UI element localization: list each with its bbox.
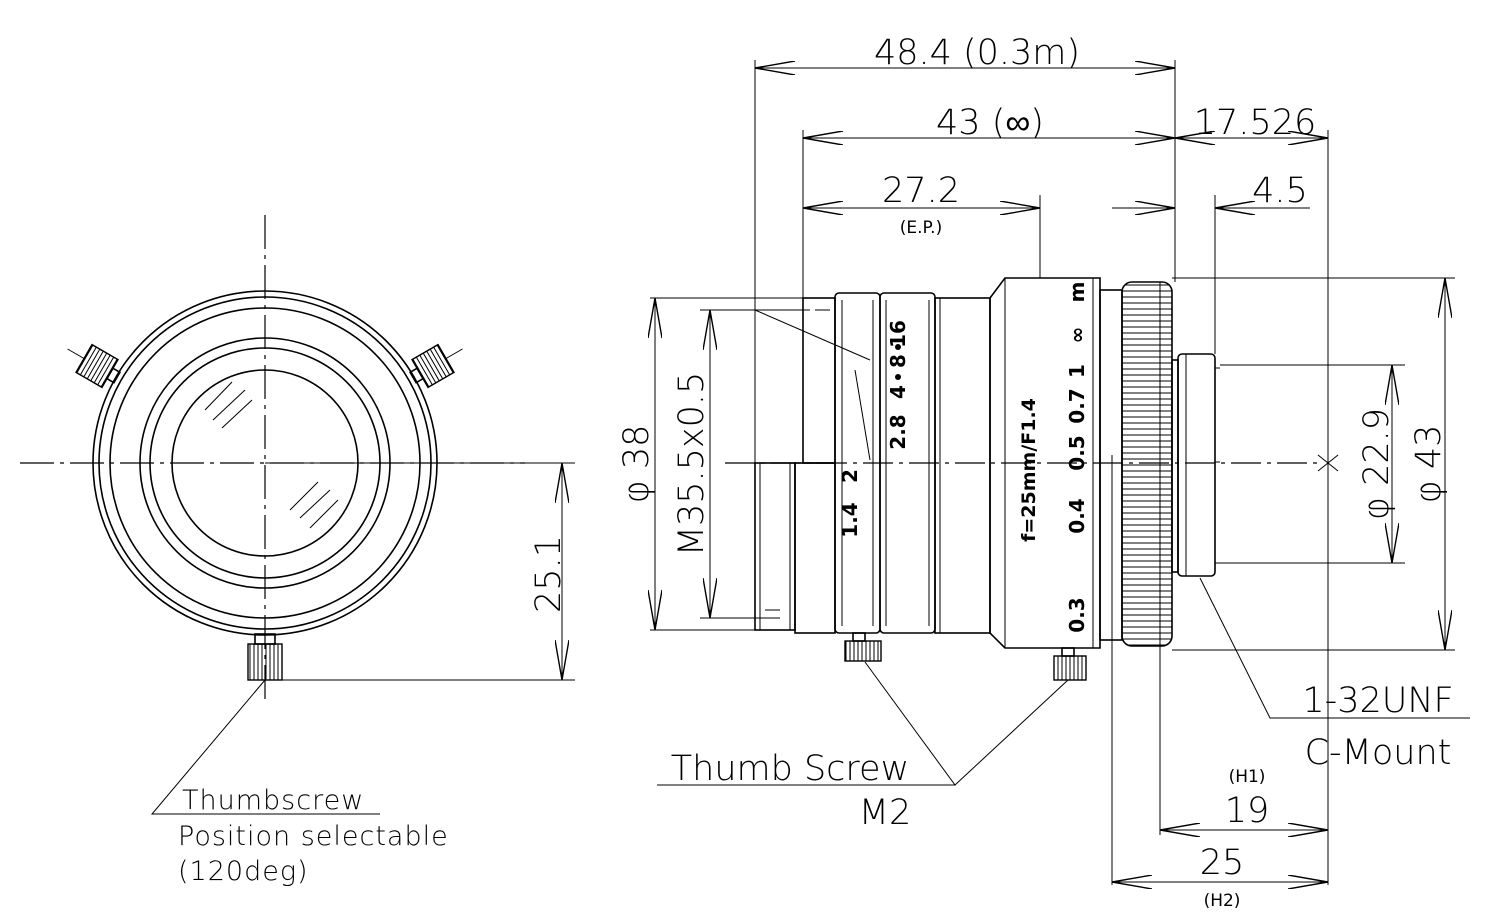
glass-reflection-marks xyxy=(204,381,339,529)
front-view: 25.1 Thumbscrew Position selectable (120… xyxy=(20,215,575,887)
thumbscrew-note-title: Thumbscrew xyxy=(182,785,364,816)
knurled-lock-ring xyxy=(1121,281,1173,647)
mount-thread-spec: 1-32UNF xyxy=(1302,681,1453,721)
thumb-screw-label: Thumb Screw xyxy=(671,749,909,789)
focus-mark-unit: m xyxy=(1065,282,1089,303)
aperture-mark-2-8: 2.8 xyxy=(886,414,910,449)
thumbscrew-note-position: Position selectable xyxy=(178,821,449,852)
aperture-mark-1-4: 1.4 xyxy=(838,502,862,537)
body-diameter: φ 43 xyxy=(1409,425,1449,504)
front-filter-ring xyxy=(754,462,796,631)
aperture-mark-16: 16 xyxy=(886,320,910,348)
thumbscrew-upper-right xyxy=(408,343,463,389)
h2-label: (H2) xyxy=(1204,891,1241,911)
h1-label-text: (H1) xyxy=(1229,767,1266,787)
overall-length-infinity: 43 (∞) xyxy=(936,103,1044,143)
thumbscrew-upper-left xyxy=(67,343,122,389)
filter-thread-size: M35.5x0.5 xyxy=(672,372,712,557)
thumbscrew-note-angle: (120deg) xyxy=(178,856,309,887)
focus-mark-0-5: 0.5 xyxy=(1065,435,1089,470)
entrance-pupil-label: (E.P.) xyxy=(900,218,942,238)
aperture-mark-8: 8 xyxy=(886,354,910,368)
aperture-mark-4: 4 xyxy=(886,385,910,399)
c-mount-thread xyxy=(1177,353,1216,577)
side-view: 1.4 2 2.8 4 8 16 f=25mm/F1.4 m ∞ 1 0.7 0… xyxy=(617,33,1470,911)
h2-distance: 25 xyxy=(1200,843,1245,883)
focus-mark-0-4: 0.4 xyxy=(1065,498,1089,533)
mount-thread-depth: 4.5 xyxy=(1252,171,1308,211)
front-bezel xyxy=(802,297,836,464)
focus-mark-1: 1 xyxy=(1065,364,1089,378)
focal-length-marking: f=25mm/F1.4 xyxy=(1018,398,1040,542)
thumbscrew-bottom xyxy=(247,633,283,681)
thumb-screw-aperture xyxy=(844,632,882,662)
aperture-mark-2: 2 xyxy=(838,469,862,483)
focus-mark-0-7: 0.7 xyxy=(1065,388,1089,423)
h1-distance: 19 xyxy=(1225,791,1270,831)
focus-mark-infinity: ∞ xyxy=(1065,327,1089,344)
mount-diameter: φ 22.9 xyxy=(1357,408,1397,520)
flange-back-distance: 17.526 xyxy=(1194,103,1316,143)
front-diameter: φ 38 xyxy=(617,425,657,504)
focus-mark-0-3: 0.3 xyxy=(1065,597,1089,632)
thumb-screw-size: M2 xyxy=(859,793,911,833)
front-height-dimension: 25.1 xyxy=(529,535,569,613)
mount-type: C-Mount xyxy=(1305,733,1452,773)
overall-length-close-focus: 48.4 (0.3m) xyxy=(874,33,1080,73)
thumb-screw-focus xyxy=(1053,647,1087,681)
entrance-pupil-distance: 27.2 xyxy=(882,171,960,211)
